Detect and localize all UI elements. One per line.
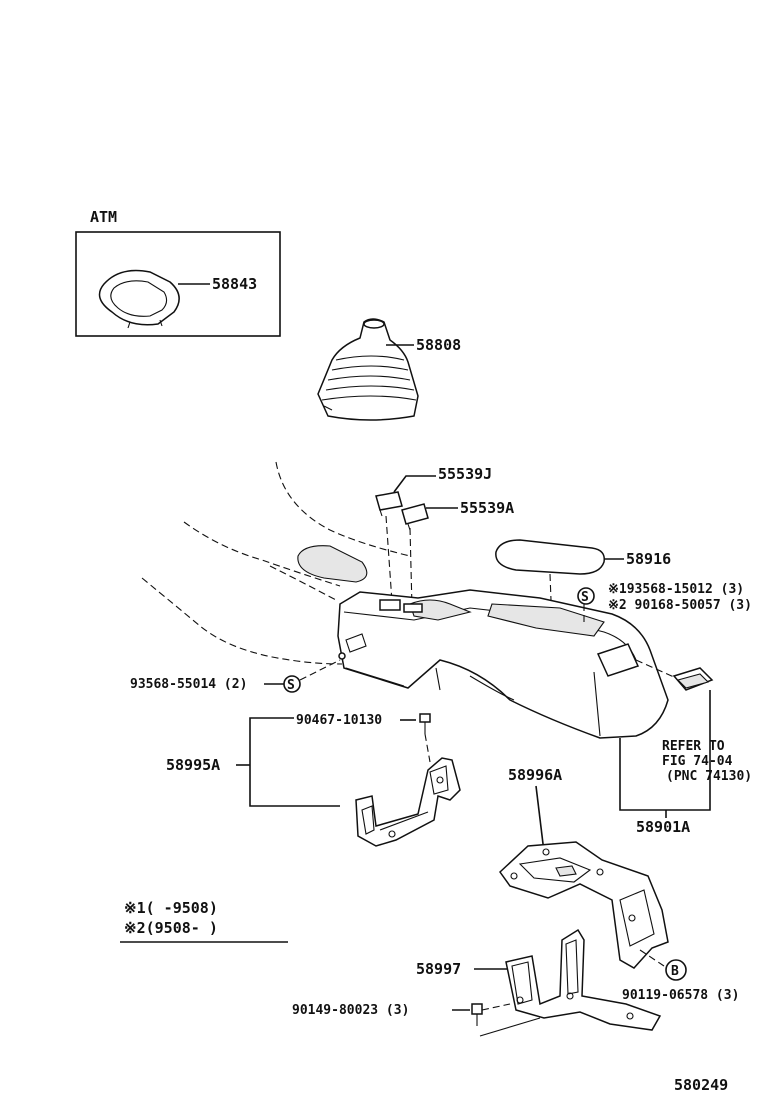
s-mark-2-text: S — [287, 678, 295, 693]
callout-55539J: 55539J — [438, 465, 492, 483]
callout-58808: 58808 — [416, 336, 461, 354]
callout-90119-06578: 90119-06578 (3) — [622, 988, 739, 1003]
callout-55539A: 55539A — [460, 499, 514, 517]
callout-93568-15012: ※193568-15012 (3) — [608, 582, 744, 597]
callout-90168-50057: ※2 90168-50057 (3) — [608, 598, 752, 613]
callout-90467-10130: 90467-10130 — [296, 713, 382, 728]
callout-90149-80023: 90149-80023 (3) — [292, 1003, 409, 1018]
callout-93568-55014: 93568-55014 (2) — [130, 677, 247, 692]
leader-58901A — [619, 690, 711, 811]
figure-code: 580249 — [674, 1076, 728, 1094]
shift-indicator-bezel-part — [98, 269, 180, 329]
console-box-part — [297, 545, 669, 739]
callout-58916: 58916 — [626, 550, 671, 568]
clip-55539J-part — [375, 491, 403, 517]
callout-58995A: 58995A — [166, 756, 220, 774]
s-mark-1-text: S — [581, 590, 589, 605]
s-mark-2 — [283, 675, 301, 693]
bracket-58996A-part — [499, 841, 669, 969]
floor-outline — [141, 461, 411, 665]
leader-58995A — [249, 717, 340, 807]
b-mark-text: B — [671, 964, 679, 979]
footnote-1: ※1( -9508) — [124, 899, 218, 917]
atm-inset: ATM 58843 — [75, 208, 281, 337]
refer-note-line-1: REFER TO — [662, 739, 725, 754]
bolt-90467-part — [419, 713, 431, 734]
bolt-90149-part — [471, 1003, 483, 1026]
callout-58901A: 58901A — [636, 818, 690, 836]
footnote-2: ※2(9508- ) — [124, 919, 218, 937]
bracket-58995A-part — [355, 757, 461, 847]
b-mark — [665, 959, 687, 981]
s-mark-1 — [577, 587, 595, 605]
clip-55539A-part — [401, 503, 429, 531]
console-pad-part — [495, 539, 605, 575]
atm-inset-box — [75, 231, 281, 337]
refer-note-line-2: FIG 74-04 — [662, 754, 733, 769]
callout-58843: 58843 — [212, 275, 257, 293]
console-cover-part — [672, 667, 714, 691]
callout-58996A: 58996A — [508, 766, 562, 784]
bracket-58997-part — [505, 928, 662, 1031]
shift-boot-part — [317, 318, 419, 421]
callout-58997: 58997 — [416, 960, 461, 978]
leader-55539J — [393, 475, 436, 493]
atm-label: ATM — [90, 208, 117, 226]
leader-58996A — [535, 785, 545, 853]
refer-note-line-3: (PNC 74130) — [666, 769, 752, 784]
